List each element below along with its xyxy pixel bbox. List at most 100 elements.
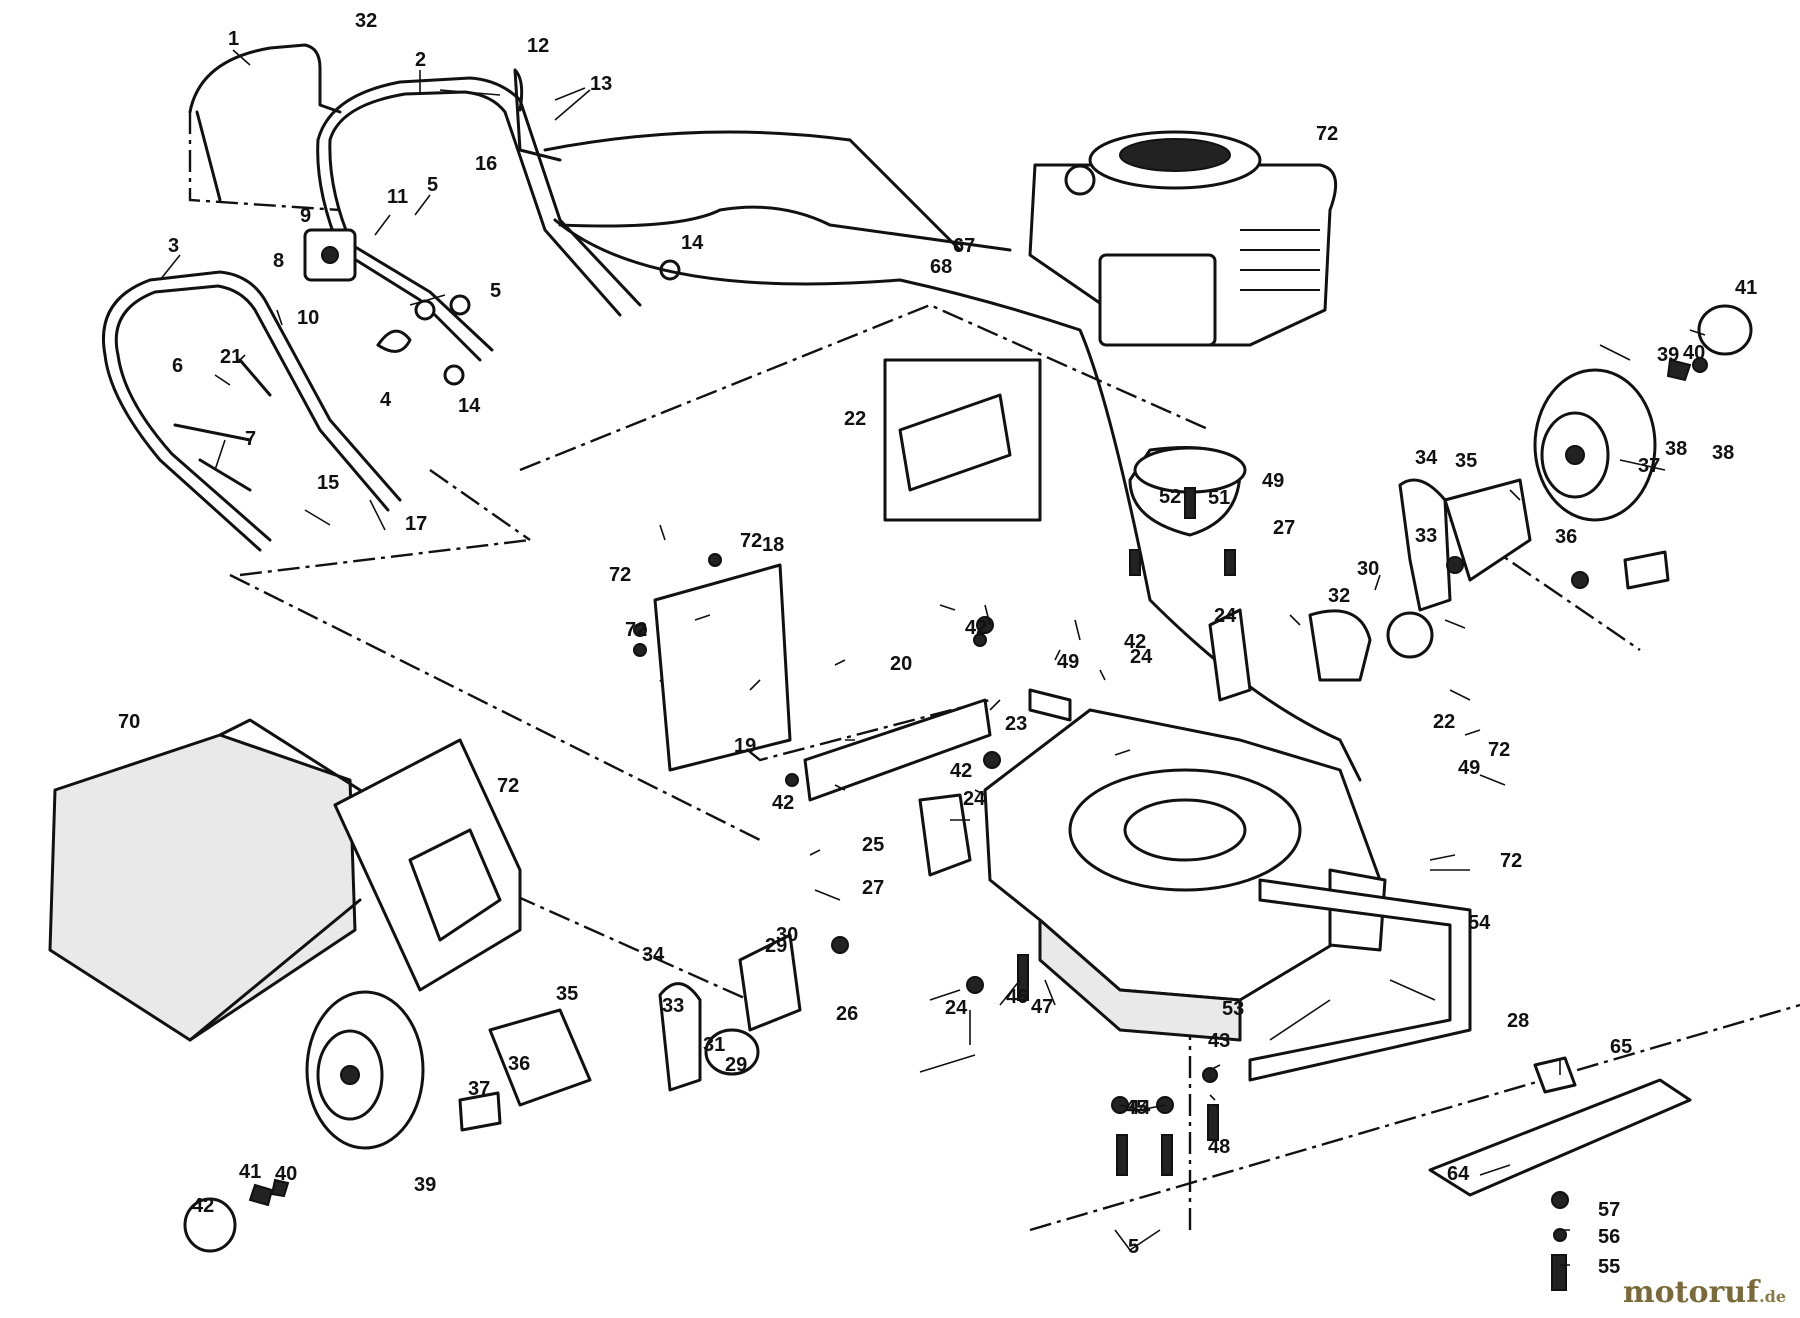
callout-label: 8 [273, 250, 284, 272]
callout-label: 20 [890, 653, 912, 675]
callout-label: 15 [317, 472, 339, 494]
mower-deck [983, 446, 1387, 1042]
callout-label: 4 [380, 389, 392, 411]
callout-label: 11 [387, 186, 408, 208]
callout-label: 49 [1458, 757, 1480, 779]
callout-label: 30 [776, 924, 798, 946]
callout-label: 6 [172, 355, 183, 377]
callout-label: 41 [1735, 277, 1757, 299]
callout-label: 22 [1433, 711, 1455, 733]
callout-label: 18 [762, 534, 784, 556]
callout-label: 72 [497, 775, 519, 797]
leader-lines [159, 49, 1706, 1266]
callout-label: 24 [1214, 605, 1237, 627]
callout-label: 49 [1057, 651, 1079, 673]
blade-assembly [1428, 1056, 1692, 1291]
callout-label: 48 [1208, 1136, 1230, 1158]
callout-label: 39 [1657, 344, 1679, 366]
callout-label: 25 [862, 834, 884, 856]
callout-label: 39 [414, 1174, 436, 1196]
callout-label: 67 [953, 235, 975, 257]
callout-label: 21 [220, 346, 242, 368]
callout-label: 51 [1208, 487, 1230, 509]
callout-label: 72 [609, 564, 631, 586]
callout-label: 33 [662, 995, 684, 1017]
callout-label: 72 [1500, 850, 1522, 872]
callout-label: 35 [1455, 450, 1477, 472]
handle-assembly [102, 43, 681, 552]
front-wheel-left [183, 933, 802, 1253]
callout-label: 42 [192, 1195, 214, 1217]
callout-label: 27 [862, 877, 884, 899]
callout-labels: 1234555678910111213141415161718192021222… [118, 10, 1757, 1278]
callout-label: 57 [1598, 1199, 1620, 1221]
watermark-logo: motoruf.de [1623, 1275, 1786, 1310]
callout-label: 30 [1357, 558, 1379, 580]
rear-wheel-right [1398, 304, 1753, 612]
callout-label: 65 [1610, 1036, 1632, 1058]
callout-label: 43 [1208, 1030, 1230, 1052]
callout-label: 24 [945, 997, 968, 1019]
callout-label: 24 [963, 788, 986, 810]
callout-label: 42 [965, 617, 987, 639]
callout-label: 5 [490, 280, 501, 302]
callout-label: 13 [590, 73, 612, 95]
brackets [653, 358, 1472, 1082]
callout-label: 34 [642, 944, 665, 966]
callout-label: 33 [1415, 525, 1437, 547]
callout-label: 7 [245, 428, 256, 450]
callout-label: 56 [1598, 1226, 1620, 1248]
callout-label: 64 [1447, 1163, 1470, 1185]
callout-label: 5 [427, 174, 438, 196]
callout-label: 40 [1683, 342, 1705, 364]
watermark-main: motoruf [1622, 1275, 1760, 1310]
callout-label: 41 [239, 1161, 261, 1183]
callout-label: 32 [355, 10, 377, 32]
callout-label: 72 [740, 530, 762, 552]
callout-label: 5 [1128, 1236, 1139, 1258]
callout-label: 54 [1468, 912, 1491, 934]
callout-label: 9 [300, 205, 311, 227]
callout-label: 53 [1222, 998, 1244, 1020]
callout-label: 36 [1555, 526, 1577, 548]
callout-label: 42 [950, 760, 972, 782]
callout-label: 49 [1262, 470, 1284, 492]
callout-label: 16 [475, 153, 497, 175]
callout-label: 14 [458, 395, 481, 417]
callout-label: 14 [681, 232, 704, 254]
callout-label: 22 [844, 408, 866, 430]
callout-label: 47 [1031, 996, 1053, 1018]
callout-label: 28 [1507, 1010, 1529, 1032]
callout-label: 52 [1159, 486, 1181, 508]
callout-label: 23 [1005, 713, 1027, 735]
callout-label: 35 [556, 983, 578, 1005]
callout-label: 10 [297, 307, 319, 329]
callout-label: 42 [1124, 631, 1146, 653]
callout-label: 29 [765, 935, 787, 957]
callout-label: 1 [228, 28, 239, 50]
callout-label: 19 [734, 735, 756, 757]
callout-label: 55 [1598, 1256, 1620, 1278]
callout-label: 46 [1006, 986, 1028, 1008]
callout-label: 45 [1125, 1097, 1147, 1119]
callout-label: 26 [836, 1003, 858, 1025]
callout-label: 17 [405, 513, 427, 535]
callout-label: 40 [275, 1163, 297, 1185]
callout-label: 70 [118, 711, 140, 733]
callout-label: 72 [1488, 739, 1510, 761]
callout-label: 42 [772, 792, 794, 814]
engine-assembly [1028, 130, 1338, 347]
callout-label: 37 [468, 1078, 490, 1100]
callout-label: 3 [168, 235, 179, 257]
callout-label: 44 [1128, 1097, 1151, 1119]
callout-label: 34 [1415, 447, 1438, 469]
callout-label: 31 [703, 1034, 725, 1056]
callout-label: 12 [527, 35, 549, 57]
callout-label: 37 [1638, 455, 1660, 477]
callout-label: 29 [725, 1054, 747, 1076]
callout-label: 32 [1328, 585, 1350, 607]
callout-label: 2 [415, 49, 426, 71]
callout-label: 24 [1130, 646, 1153, 668]
callout-label: 72 [625, 619, 647, 641]
